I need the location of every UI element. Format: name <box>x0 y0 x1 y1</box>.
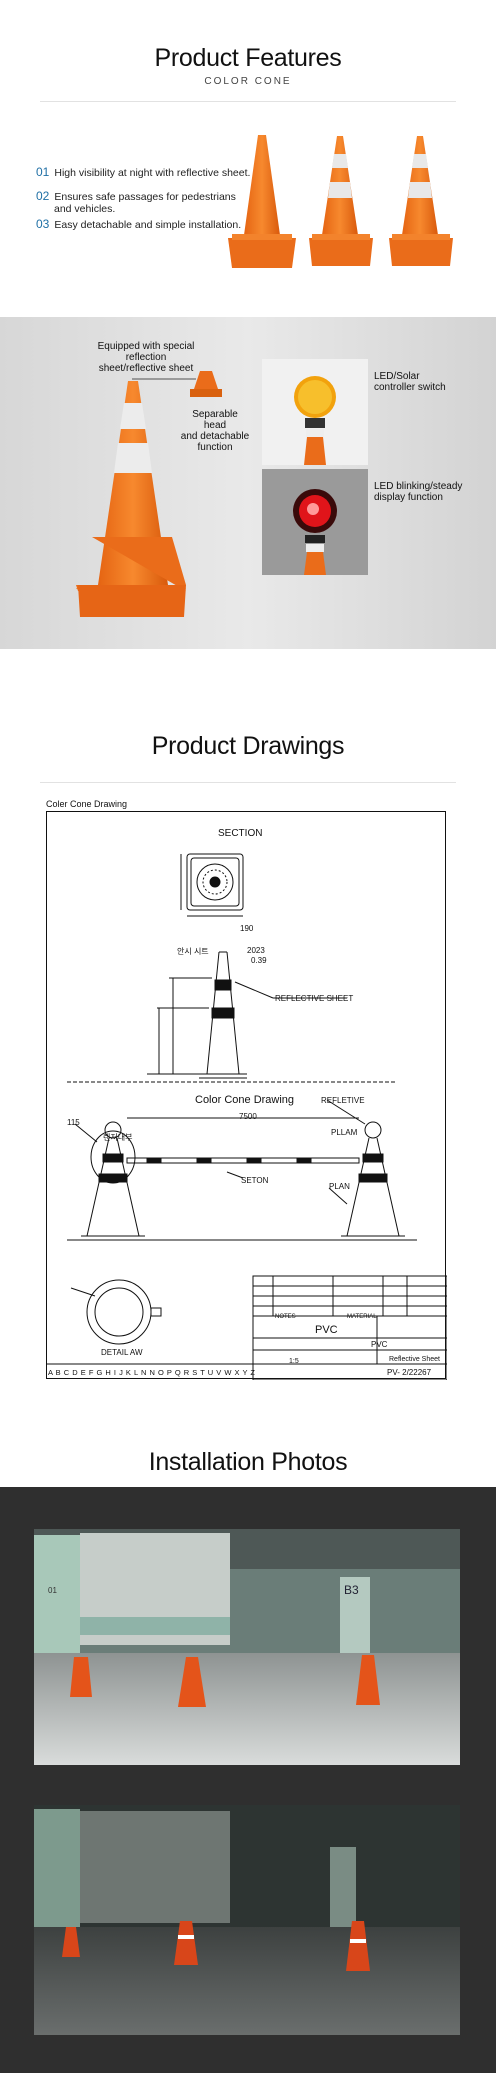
pillar-number: 01 <box>48 1586 57 1595</box>
features-title: Product Features <box>154 44 342 72</box>
large-cone-image <box>76 381 186 617</box>
install-title: Installation Photos <box>148 1448 348 1476</box>
drawing-lines <box>47 853 447 1380</box>
drawing-caption: Coler Cone Drawing <box>46 799 128 809</box>
grid-ruler: A B C D E F G H I J K L N N O P Q R S T … <box>48 1368 256 1377</box>
drawings-title: Product Drawings <box>151 732 345 760</box>
panel-graphics <box>76 359 368 617</box>
solar-light-photo <box>262 359 368 465</box>
installation-photos: 01 B3 <box>0 1487 496 2073</box>
detail-label: DETAIL AW <box>101 1348 143 1357</box>
plain-cone-image <box>228 135 296 268</box>
divider <box>40 782 456 783</box>
parking-photo-night <box>34 1805 460 2035</box>
parking-photo-day <box>34 1529 460 1765</box>
led-light-photo <box>262 469 368 575</box>
technical-drawing: SECTION 190 안시 시트 2023 0.39 REFLECTIVE S… <box>46 811 447 1380</box>
divider <box>40 101 456 102</box>
features-subtitle: COLOR CONE <box>204 76 292 87</box>
cone-head-image <box>190 371 222 397</box>
section-label: SECTION <box>218 828 263 839</box>
color-cone-drawing-label: Color Cone Drawing <box>195 1094 295 1106</box>
striped-cone-image <box>309 136 373 266</box>
cone-images <box>228 135 453 268</box>
pillar-b3: B3 <box>344 1583 359 1597</box>
striped-cone-image-2 <box>389 136 453 266</box>
part-number: PV- 2/22267 <box>387 1368 432 1377</box>
parking-photos <box>34 1529 460 2035</box>
